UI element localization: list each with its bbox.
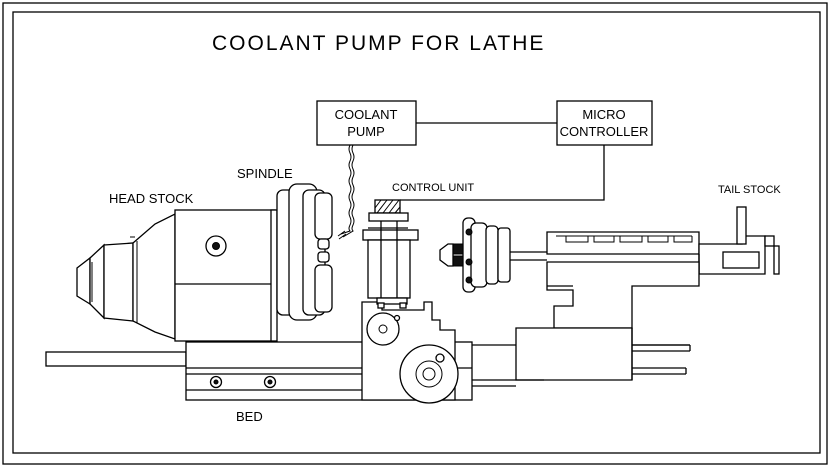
tail-stock-label: TAIL STOCK xyxy=(718,184,781,196)
micro-controller-block: MICRO CONTROLLER xyxy=(556,100,653,146)
carriage xyxy=(361,301,459,404)
tail-stock xyxy=(515,206,780,381)
coolant-pump-block: COOLANT PUMP xyxy=(316,100,417,146)
connector-controller-to-control-unit xyxy=(400,145,605,201)
coolant-pump-label-line1: COOLANT xyxy=(335,107,398,122)
inner-border xyxy=(12,11,821,454)
micro-controller-label-line2: CONTROLLER xyxy=(560,124,649,139)
control-unit xyxy=(362,199,419,309)
bed-label: BED xyxy=(236,409,263,424)
spindle-label: SPINDLE xyxy=(237,166,293,181)
cross-slide-handwheel xyxy=(366,312,400,346)
spindle-chuck xyxy=(276,183,333,321)
head-stock-label: HEAD STOCK xyxy=(109,191,194,206)
carriage-handwheel xyxy=(399,344,459,404)
micro-controller-label-line1: MICRO xyxy=(582,107,625,122)
diagram-title: COOLANT PUMP FOR LATHE xyxy=(212,32,545,55)
coolant-pump-label-line2: PUMP xyxy=(347,124,385,139)
coolant-hose xyxy=(340,144,352,235)
tailstock-chuck xyxy=(439,217,547,293)
head-stock xyxy=(76,209,278,342)
control-unit-label: CONTROL UNIT xyxy=(392,182,474,194)
